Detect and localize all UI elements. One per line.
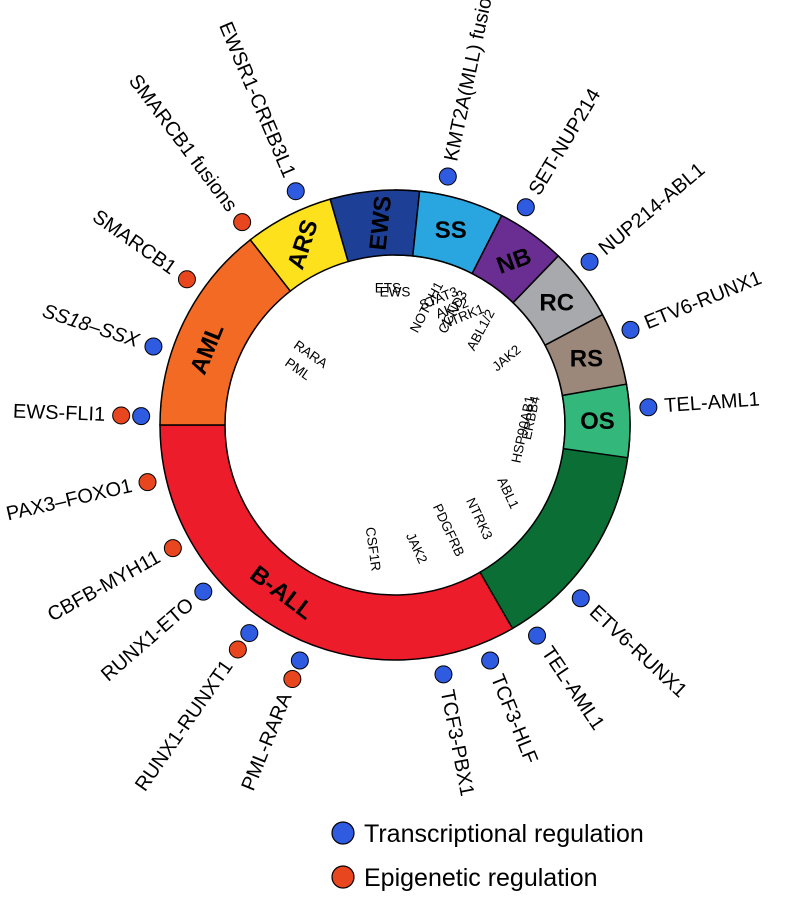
- dot-transcriptional-kmt2a: [438, 167, 457, 186]
- dot-epigenetic-smarcb1: [177, 270, 196, 289]
- annotation-smarcb1_fusions: SMARCB1 fusions: [124, 70, 241, 216]
- dot-transcriptional-etv6_runx1_b: [571, 589, 590, 608]
- segment-os: [561, 383, 631, 459]
- inner-label-abl1: ABL1: [494, 475, 522, 511]
- annotation-runx1_runxt1: RUNX1-RUNXT1: [131, 656, 238, 795]
- dot-transcriptional-pml_rara: [290, 651, 309, 670]
- segment-label-rs: RS: [570, 346, 603, 373]
- annotation-ewsr1_creb3l1: EWSR1-CREB3L1: [214, 19, 299, 181]
- legend-dot-transcriptional: [331, 821, 355, 845]
- inner-label-pdgfrb: PDGFRB: [430, 501, 467, 558]
- segment-label-os: OS: [580, 408, 615, 435]
- dot-transcriptional-ss18_ssx: [144, 337, 163, 356]
- annotation-tcf3_pbx1: TCF3-PBX1: [436, 688, 478, 798]
- inner-label-ews_in: EWS: [380, 285, 411, 300]
- annotation-ss18_ssx: SS18–SSX: [40, 300, 143, 352]
- dot-epigenetic-pml_rara: [283, 670, 302, 689]
- legend-dot-epigenetic: [331, 865, 355, 889]
- segment-label-rc: RC: [539, 290, 574, 317]
- inner-label-ntrk3: NTRK3: [463, 495, 495, 541]
- dot-epigenetic-pax3_foxo1: [138, 473, 157, 492]
- annotation-etv6_runx1_b: ETV6-RUNX1: [585, 601, 691, 702]
- dot-transcriptional-ews_fli1: [132, 407, 151, 426]
- dot-transcriptional-tel_aml1_b: [528, 626, 547, 645]
- inner-label-ets_in: ETS: [375, 281, 401, 296]
- annotation-smarcb1: SMARCB1: [88, 206, 180, 279]
- annotation-runx1_eto: RUNX1-ETO: [97, 594, 198, 686]
- dot-transcriptional-runx1_runxt1: [240, 624, 259, 643]
- annotation-tel_aml1_b: TEL-AML1: [537, 643, 609, 735]
- dot-epigenetic-cbfb_myh11: [163, 539, 182, 558]
- segment-label-ss: SS: [435, 217, 467, 244]
- dot-transcriptional-tcf3_pbx1: [434, 665, 453, 684]
- annotation-tcf3_hlf: TCF3-HLF: [486, 671, 542, 767]
- dot-transcriptional-ewsr1_creb3l1: [286, 182, 305, 201]
- legend: Transcriptional regulation Epigenetic re…: [331, 820, 644, 892]
- segment-label-ews: EWS: [365, 194, 398, 251]
- annotation-etv6_runx1_t: ETV6-RUNX1: [641, 267, 765, 334]
- annotation-ews_fli1: EWS-FLI1: [13, 401, 106, 426]
- annotation-kmt2a: KMT2A(MLL) fusions: [440, 0, 501, 163]
- inner-label-jak2a: JAK2: [489, 342, 523, 374]
- dot-transcriptional-etv6_runx1_t: [621, 320, 640, 339]
- dot-transcriptional-tcf3_hlf: [481, 651, 500, 670]
- inner-label-jak2b: JAK2: [403, 530, 430, 566]
- dot-transcriptional-tel_aml1_t: [639, 398, 658, 417]
- dot-transcriptional-set_nup214: [516, 198, 535, 217]
- annotation-tel_aml1_t: TEL-AML1: [664, 389, 761, 418]
- annotation-pax3_foxo1: PAX3–FOXO1: [4, 475, 134, 525]
- dot-transcriptional-nup214_abl1: [580, 252, 599, 271]
- dot-epigenetic-runx1_runxt1: [228, 640, 247, 659]
- annotation-pml_rara: PML-RARA: [237, 689, 296, 794]
- inner-labels: ERBB4HSP90AB1NOTCH1CCND3ABL1/2JAK2ABL1NT…: [282, 279, 543, 572]
- annotation-cbfb_myh11: CBFB-MYH11: [44, 546, 164, 626]
- segment-b-all: [159, 424, 514, 661]
- annotation-nup214_abl1: NUP214-ABL1: [595, 159, 710, 260]
- legend-label-epigenetic: Epigenetic regulation: [364, 864, 598, 892]
- annotation-set_nup214: SET-NUP214: [525, 85, 606, 199]
- dot-epigenetic-smarcb1_fusions: [233, 213, 252, 232]
- legend-label-transcriptional: Transcriptional regulation: [364, 820, 644, 848]
- dot-transcriptional-runx1_eto: [194, 582, 213, 601]
- inner-label-csf1r: CSF1R: [363, 526, 384, 572]
- dot-epigenetic-ews_fli1: [112, 406, 131, 425]
